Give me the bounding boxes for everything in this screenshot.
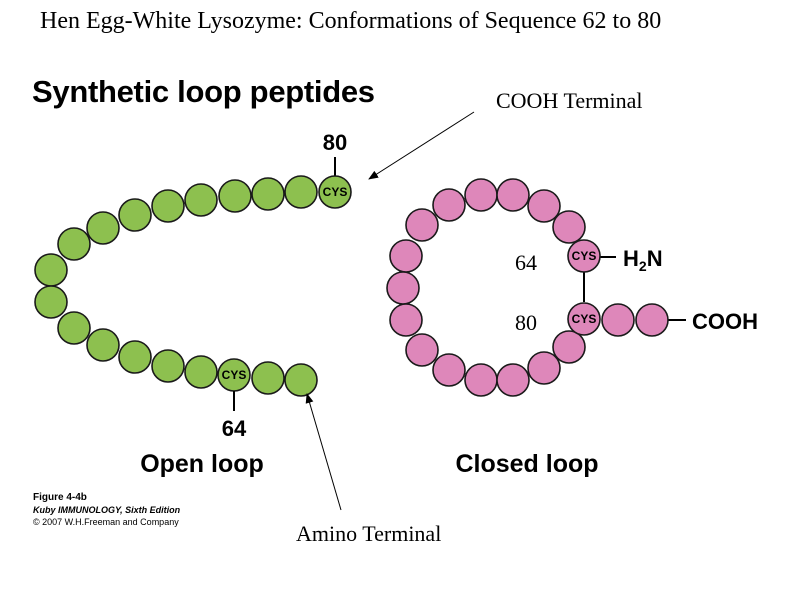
open-loop-bead	[34, 253, 68, 287]
closed-loop-cys-64-bead	[567, 239, 601, 273]
closed-loop-bead	[405, 333, 439, 367]
cooh-terminal-callout: COOH Terminal	[496, 88, 643, 113]
closed-loop-bead	[432, 353, 466, 387]
open-loop-bead	[218, 179, 252, 213]
closed-loop-bead	[527, 351, 561, 385]
n-terminal-label: H2N	[623, 246, 663, 274]
closed-loop-bead	[389, 239, 423, 273]
closed-loop-bead	[527, 189, 561, 223]
closed-loop-residue-64-label: 64	[515, 250, 537, 275]
open-loop-bead	[86, 211, 120, 245]
open-loop-residue-64-label: 64	[222, 416, 247, 441]
closed-loop-cys-80-bead	[567, 302, 601, 336]
closed-loop-bead	[601, 303, 635, 337]
open-loop-bead	[86, 328, 120, 362]
closed-loop-diagram: CYS CYS 64 80 H2N COOH Closed loop	[386, 178, 758, 478]
closed-loop-bead	[432, 188, 466, 222]
open-loop-cys-64-label: CYS	[222, 368, 247, 382]
closed-loop-bead	[389, 303, 423, 337]
open-loop-bead	[151, 189, 185, 223]
closed-loop-bead	[496, 178, 530, 212]
open-loop-bead	[284, 363, 318, 397]
figure-caption: Figure 4-4b Kuby IMMUNOLOGY, Sixth Editi…	[33, 492, 180, 528]
open-loop-bead	[184, 355, 218, 389]
open-loop-bead	[251, 177, 285, 211]
open-loop-bead	[118, 340, 152, 374]
open-loop-diagram: 80 CYS CYS 64 Open loop	[34, 130, 352, 478]
open-loop-bead	[34, 285, 68, 319]
open-loop-label: Open loop	[140, 450, 264, 478]
open-loop-bead	[57, 311, 91, 345]
open-loop-bead	[118, 198, 152, 232]
closed-loop-bead	[464, 178, 498, 212]
book-title: Kuby IMMUNOLOGY, Sixth Edition	[33, 505, 181, 515]
panel-heading: Synthetic loop peptides	[32, 74, 375, 109]
closed-loop-bead	[552, 210, 586, 244]
closed-loop-bead	[496, 363, 530, 397]
open-loop-bead	[284, 175, 318, 209]
closed-loop-label: Closed loop	[455, 450, 598, 478]
open-loop-cys-80-label: CYS	[323, 185, 348, 199]
open-loop-residue-80-label: 80	[323, 130, 347, 155]
amino-terminal-arrow	[305, 393, 342, 511]
closed-loop-bead	[464, 363, 498, 397]
closed-loop-bead	[635, 303, 669, 337]
open-loop-bead	[57, 227, 91, 261]
closed-loop-cys-64-label: CYS	[572, 249, 597, 263]
open-loop-bead	[184, 183, 218, 217]
open-loop-bead	[151, 349, 185, 383]
open-loop-cys-80-bead	[318, 175, 352, 209]
figure-number: Figure 4-4b	[33, 492, 87, 503]
cooh-terminal-arrow	[368, 111, 475, 180]
closed-loop-cys-80-label: CYS	[572, 312, 597, 326]
copyright-line: © 2007 W.H.Freeman and Company	[33, 517, 179, 527]
open-loop-bead	[251, 361, 285, 395]
c-terminal-label: COOH	[692, 309, 758, 334]
closed-loop-bead	[552, 330, 586, 364]
closed-loop-residue-80-label: 80	[515, 310, 537, 335]
closed-loop-bead	[405, 208, 439, 242]
closed-loop-bead	[386, 271, 420, 305]
amino-terminal-callout: Amino Terminal	[296, 521, 442, 546]
slide-title: Hen Egg-White Lysozyme: Conformations of…	[40, 8, 662, 34]
